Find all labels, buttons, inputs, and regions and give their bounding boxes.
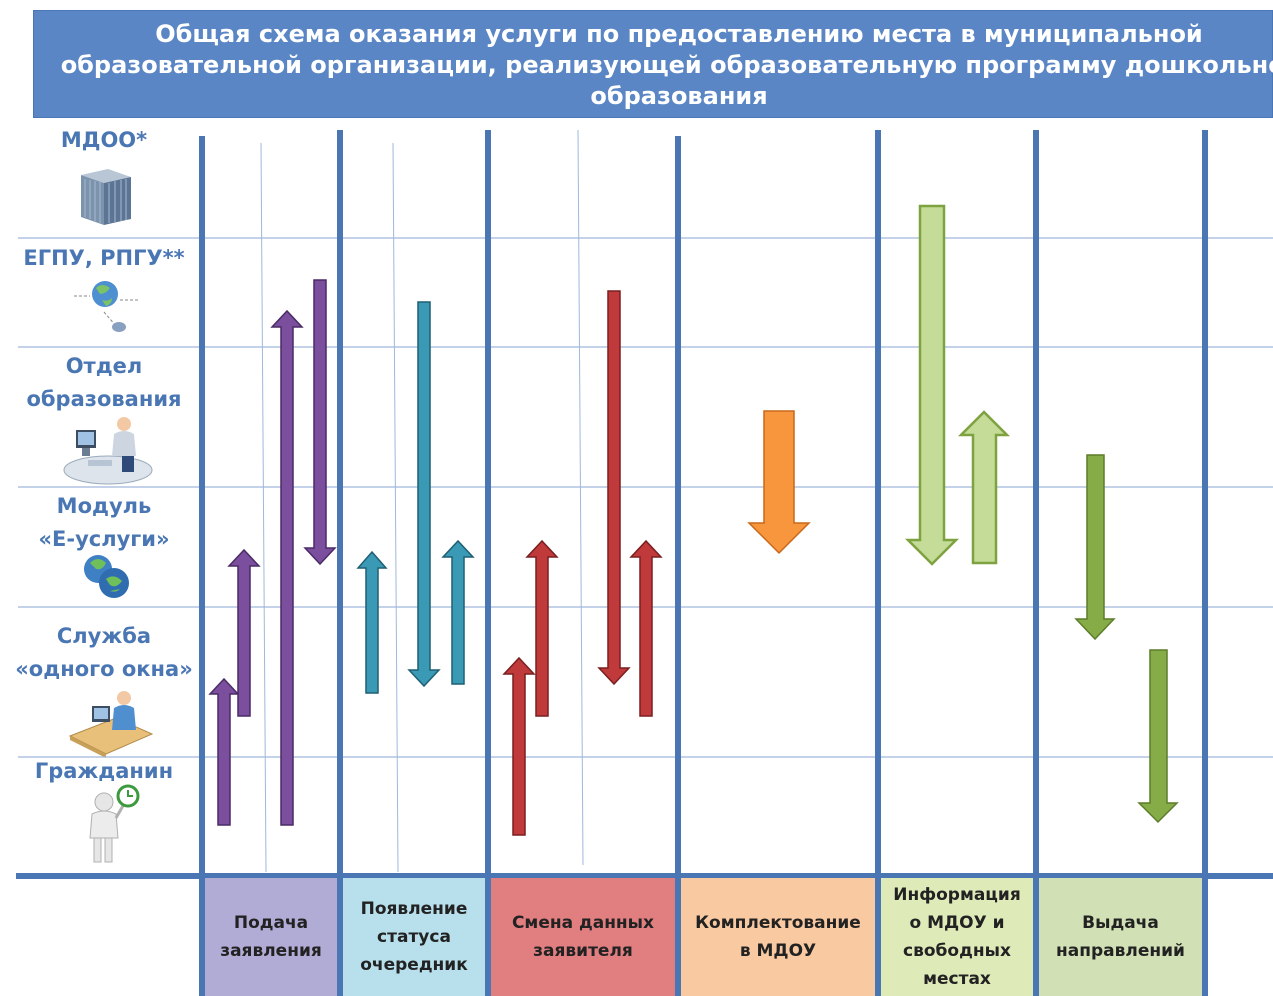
row-label-otdel: Отдел образования (26, 354, 182, 411)
arrow-up (957, 410, 1011, 565)
row-label-modul: Модуль «Е-услуги» (38, 494, 170, 551)
arrow-down (904, 204, 960, 566)
desk-operator-icon (68, 691, 154, 758)
office-worker-icon (63, 417, 153, 485)
arrow-up (629, 539, 663, 717)
row-label-mdoo: МДОО* (60, 128, 148, 152)
arrow-up (356, 550, 388, 694)
title-bar: Общая схема оказания услуги по предостав… (33, 10, 1273, 118)
stage-label-smena: Смена данных заявителя (491, 878, 675, 996)
arrow-up (208, 677, 240, 826)
row-label-grazhdanin: Гражданин (34, 759, 174, 783)
arrow-up (227, 548, 261, 717)
inner-column-line (392, 142, 399, 873)
arrow-up (270, 309, 304, 826)
arrow-down (1074, 454, 1116, 641)
arrow-down (597, 290, 631, 686)
stage-label-info: Информация о МДОУ и свободных местах (881, 878, 1033, 996)
row-label-egpu: ЕГПУ, РПГУ** (23, 246, 185, 270)
building-icon (81, 169, 131, 225)
stage-label-ochered: Появление статуса очередник (343, 878, 485, 996)
stage-label-komplekt: Комплектование в МДОУ (681, 878, 875, 996)
arrow-down (303, 279, 337, 566)
arrow-up (502, 656, 536, 836)
arrow-down (1137, 649, 1179, 824)
stage-label-vydacha: Выдача направлений (1039, 878, 1202, 996)
row-label-sluzhba: Служба «одного окна» (15, 624, 193, 681)
inner-column-line (577, 129, 584, 866)
globes-icon (84, 555, 129, 598)
arrow-up (525, 539, 559, 717)
citizen-clock-icon (89, 784, 140, 863)
inner-column-line (260, 142, 267, 873)
globe-network-icon (74, 281, 138, 332)
arrow-down (407, 301, 441, 688)
arrow-down (747, 410, 811, 555)
diagram-title: Общая схема оказания услуги по предостав… (60, 20, 1273, 110)
arrow-up (441, 539, 475, 685)
stage-label-podacha: Подача заявления (205, 878, 337, 996)
